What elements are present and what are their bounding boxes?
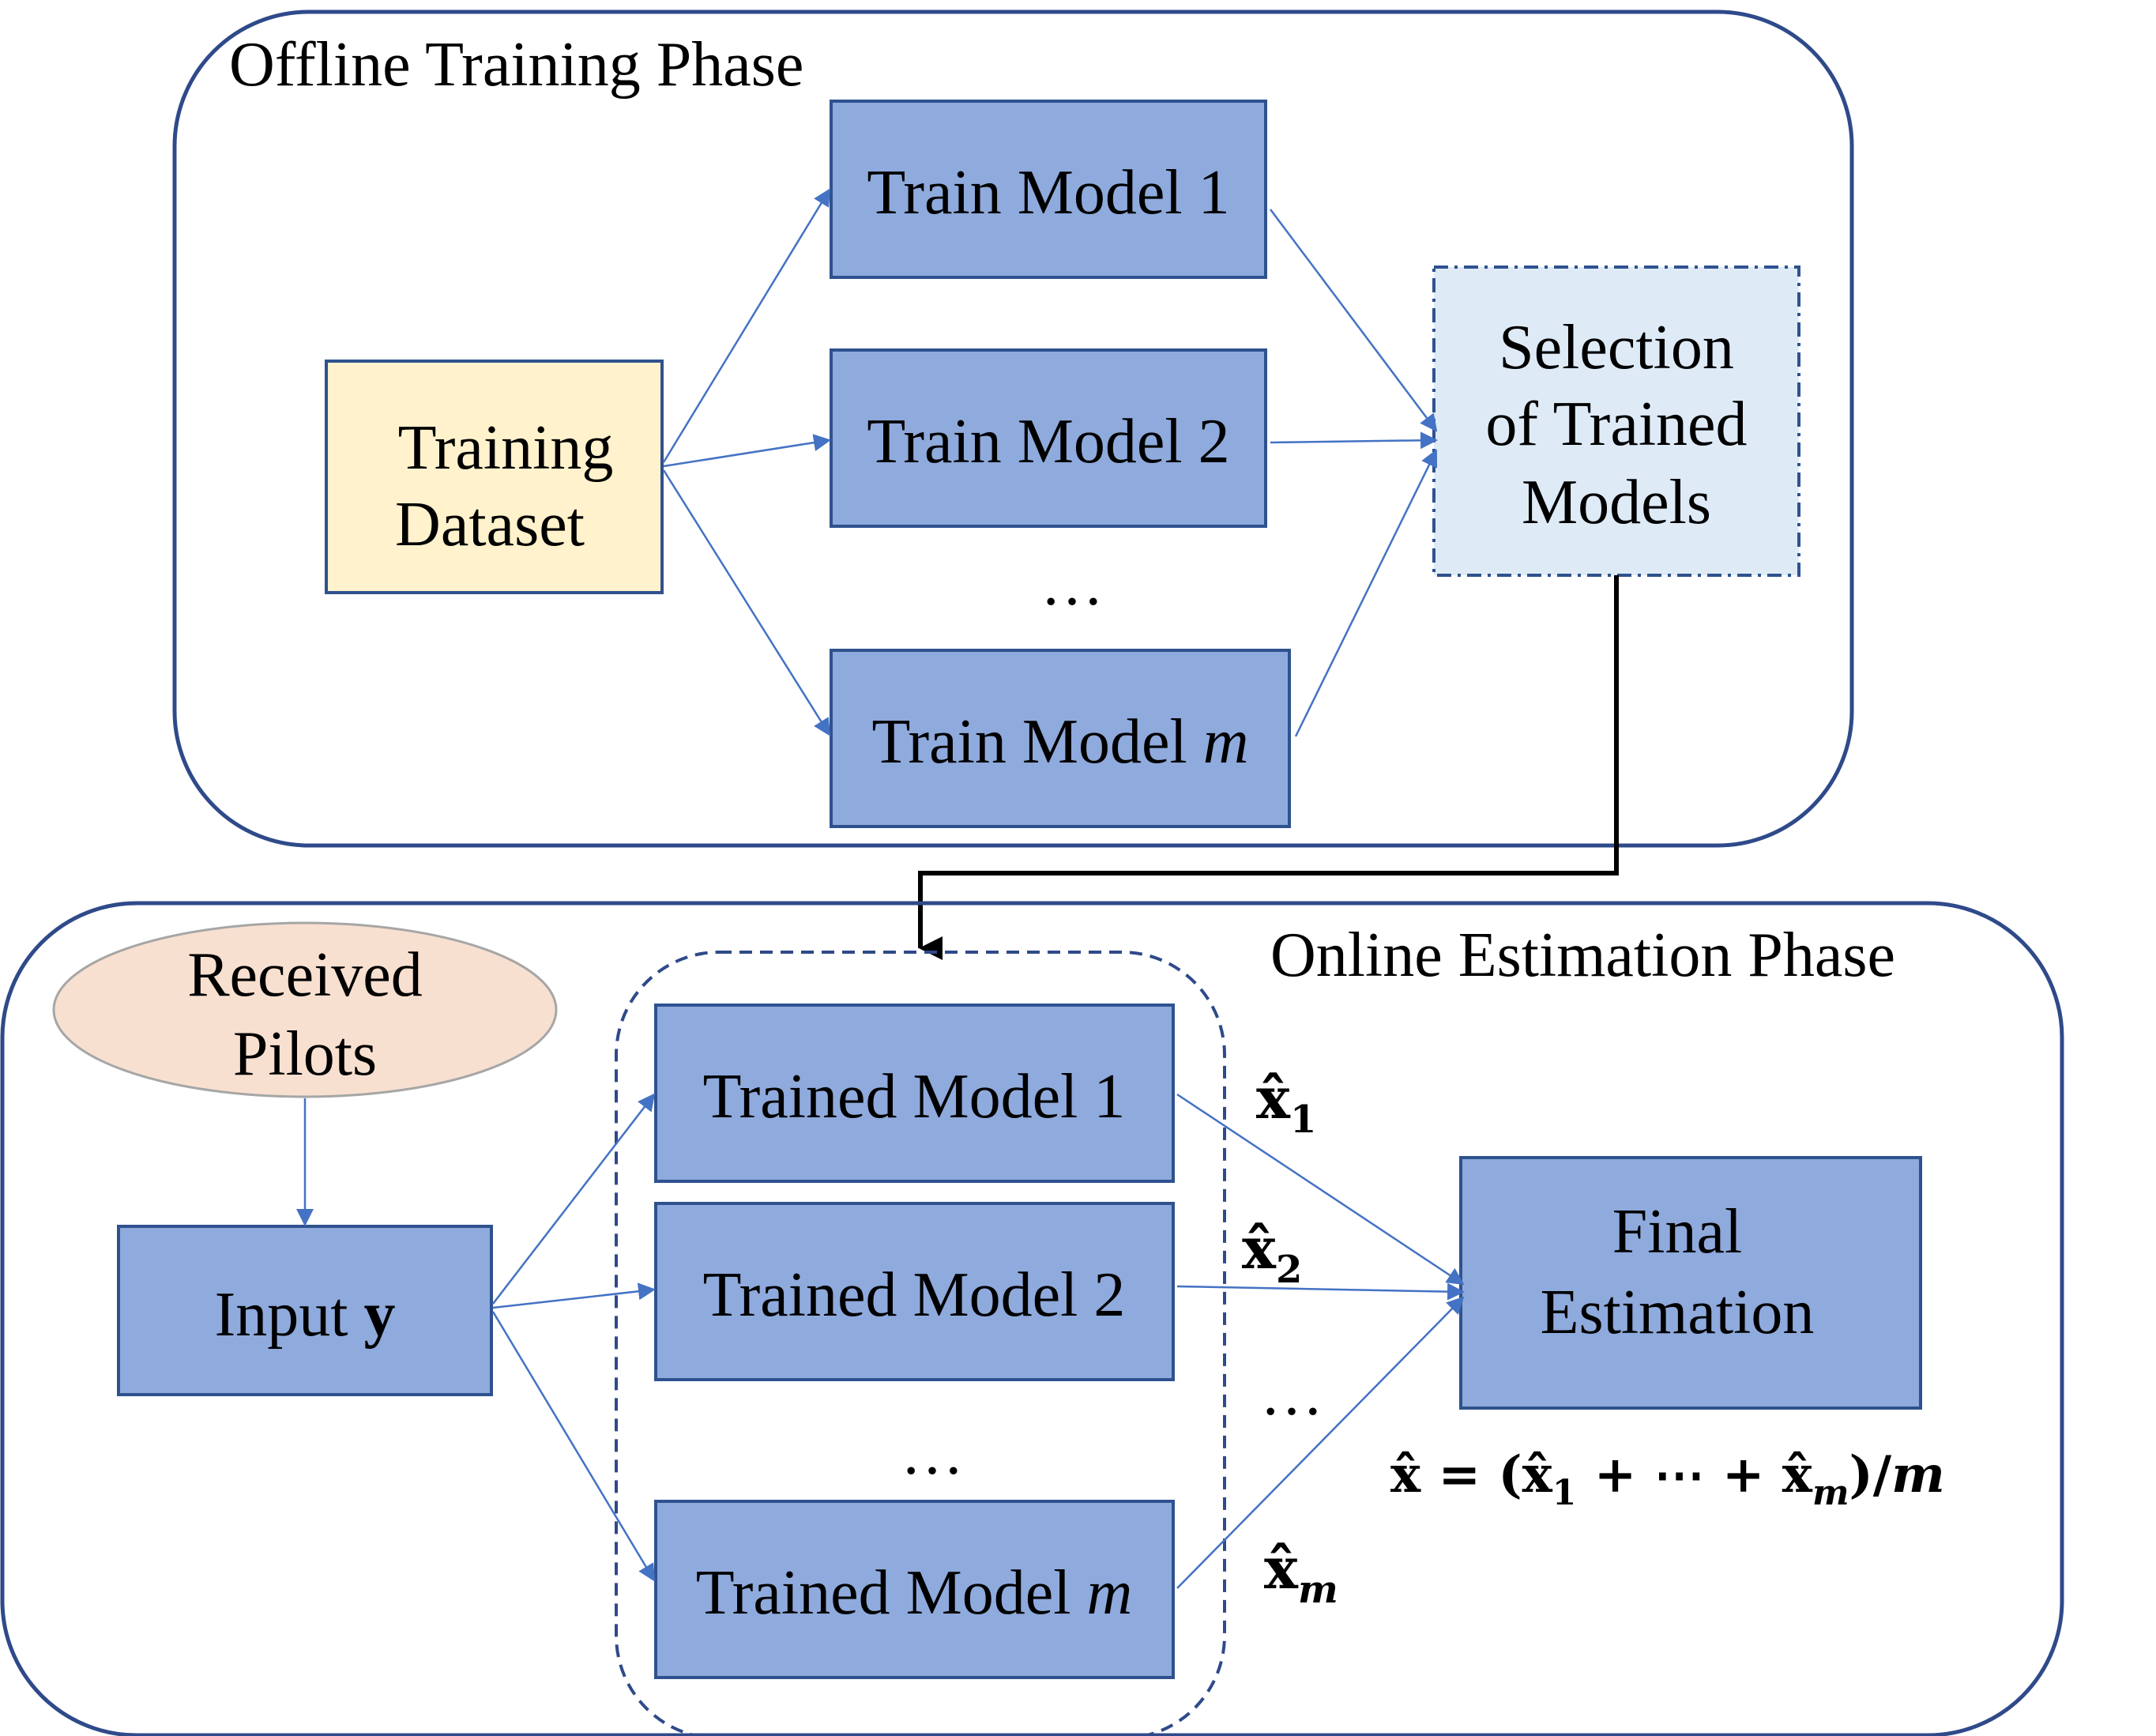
arrow-dataset-to-model-1 (662, 188, 831, 463)
estimate-x1: x̂1 (1256, 1064, 1316, 1142)
selection-label-line2: of Trained (1485, 390, 1747, 459)
arrow-selection-to-trained-models (918, 575, 1619, 960)
trained-model-m-label: Trained Model m (696, 1558, 1133, 1628)
training-dataset-label-line2: Dataset (395, 490, 585, 559)
trained-models-ellipsis: … (901, 1418, 964, 1488)
offline-phase-title: Offline Training Phase (229, 30, 803, 100)
estimates-ellipsis: … (1260, 1359, 1323, 1429)
arrow-input-to-trained-1 (492, 1093, 656, 1305)
training-dataset-label: Training (398, 413, 614, 483)
training-dataset-box (325, 360, 664, 594)
train-model-1-label: Train Model 1 (867, 158, 1229, 228)
trained-model-2-box (654, 1202, 1175, 1381)
arrow-input-to-trained-2 (492, 1282, 656, 1309)
estimate-xm: x̂m (1264, 1535, 1338, 1612)
train-model-m-label: Train Model m (871, 707, 1248, 777)
trained-model-1-label: Trained Model 1 (703, 1062, 1126, 1132)
selection-label-line1: Selection (1499, 313, 1734, 382)
arrow-dataset-to-model-m (662, 469, 831, 736)
train-model-1-box (830, 100, 1267, 279)
trained-model-1-box (654, 1004, 1175, 1183)
arrow-dataset-to-model-2 (663, 434, 831, 468)
final-estimation-line2: Estimation (1541, 1278, 1815, 1347)
offline-phase-frame (172, 9, 1854, 848)
arrow-input-to-trained-m (491, 1311, 656, 1582)
received-pilots-line1: Received (187, 940, 423, 1010)
final-estimation-box (1459, 1156, 1922, 1410)
arrow-trained-m-to-final (1176, 1296, 1465, 1589)
received-pilots-ellipse (52, 921, 558, 1098)
trained-models-group (615, 951, 1226, 1736)
estimate-x2: x̂2 (1242, 1214, 1302, 1292)
online-arrows (296, 1093, 1465, 1589)
arrow-trained-1-to-final (1176, 1093, 1465, 1286)
train-model-2-box (830, 348, 1267, 528)
selection-label-line3: Models (1522, 468, 1711, 537)
offline-arrows (662, 188, 1438, 737)
online-phase-frame (0, 901, 2064, 1736)
final-estimation-line1: Final (1612, 1197, 1742, 1267)
arrow-model-1-to-selection (1270, 209, 1438, 432)
train-models-ellipsis: … (1040, 549, 1104, 619)
final-estimation-formula: x̂ = (x̂1 + ⋯ + x̂m)/m (1390, 1445, 1945, 1513)
arrow-model-m-to-selection (1294, 449, 1438, 737)
arrow-model-2-to-selection (1270, 431, 1438, 450)
trained-model-2-label: Trained Model 2 (703, 1260, 1126, 1330)
arrow-trained-2-to-final (1176, 1282, 1465, 1301)
received-pilots-line2: Pilots (233, 1019, 377, 1089)
train-model-m-box (830, 649, 1291, 828)
online-phase-title: Online Estimation Phase (1270, 921, 1895, 990)
trained-model-m-box (654, 1500, 1175, 1679)
train-model-2-label: Train Model 2 (867, 407, 1229, 476)
input-y-box (117, 1225, 493, 1396)
input-y-label: Input y (215, 1280, 396, 1350)
